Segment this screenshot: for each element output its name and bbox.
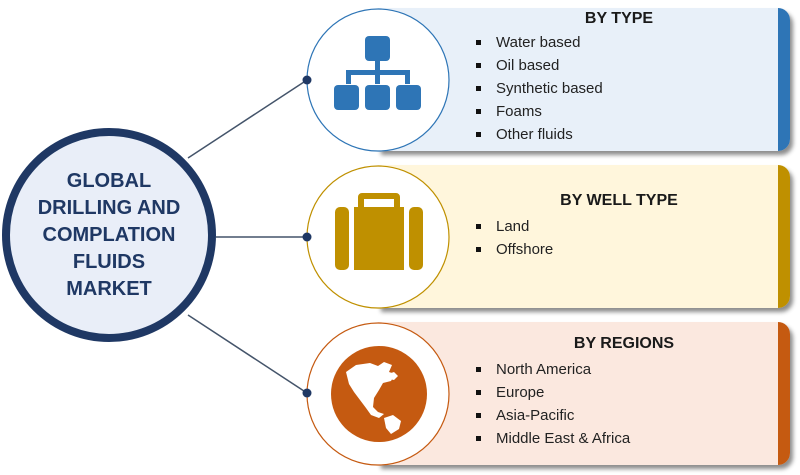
connector-dot — [302, 232, 312, 242]
list-item: Land — [476, 215, 553, 238]
list-item: Europe — [476, 381, 630, 404]
connector-dot — [302, 388, 312, 398]
panel-edge — [778, 322, 790, 465]
list-item: Synthetic based — [476, 77, 603, 100]
globe-icon — [331, 346, 427, 442]
list-item: Other fluids — [476, 123, 603, 146]
center-circle — [2, 128, 216, 342]
list-item: Asia-Pacific — [476, 404, 630, 427]
center-title-line: FLUIDS — [72, 250, 146, 273]
center-title-line: DRILLING AND — [37, 196, 181, 219]
segment-list: North America Europe Asia-Pacific Middle… — [476, 358, 630, 450]
list-item: North America — [476, 358, 630, 381]
segment-title: BY REGIONS — [573, 335, 675, 352]
center-title-line: COMPLATION — [42, 223, 176, 246]
connector-dot — [302, 75, 312, 85]
segment-list: Water based Oil based Synthetic based Fo… — [476, 31, 603, 146]
panel-edge — [778, 165, 790, 308]
center-title-line: GLOBAL — [66, 169, 152, 192]
list-item: Water based — [476, 31, 603, 54]
connector-line — [187, 79, 308, 159]
list-item: Foams — [476, 100, 603, 123]
list-item: Offshore — [476, 238, 553, 261]
segment-title: BY WELL TYPE — [560, 192, 678, 209]
center-title-line: MARKET — [66, 277, 152, 300]
list-item: Middle East & Africa — [476, 427, 630, 450]
connector-line — [187, 314, 308, 394]
panel-edge — [778, 8, 790, 151]
center-title: GLOBAL DRILLING AND COMPLATION FLUIDS MA… — [2, 128, 216, 342]
briefcase-icon — [335, 193, 423, 270]
list-item: Oil based — [476, 54, 603, 77]
segment-title: BY TYPE — [584, 10, 654, 27]
segment-list: Land Offshore — [476, 215, 553, 261]
hierarchy-icon — [334, 36, 421, 110]
